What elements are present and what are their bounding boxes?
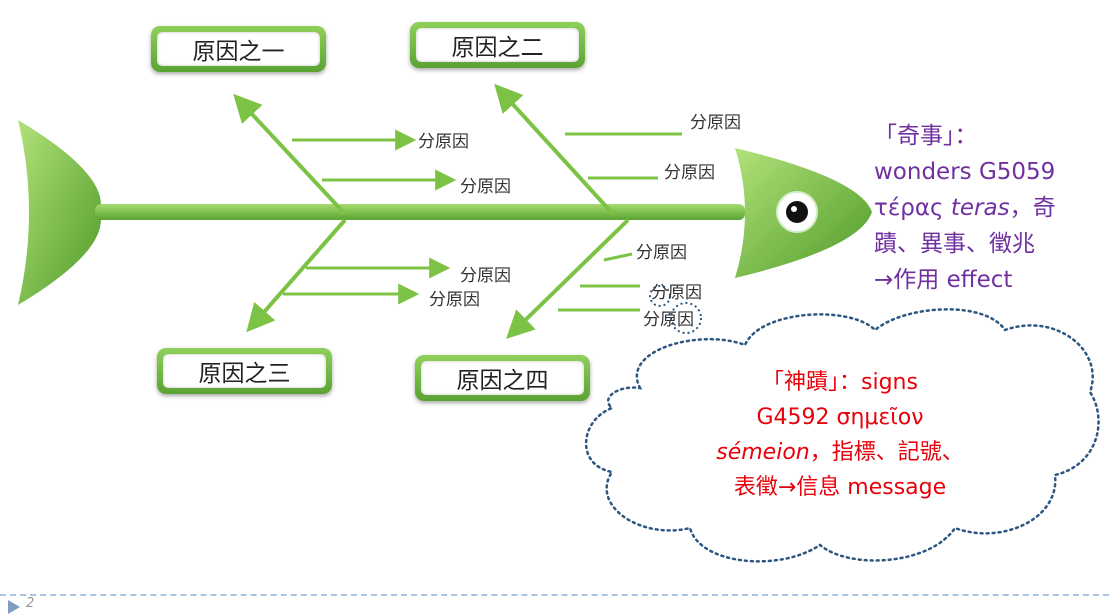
- wonders-line-3: τέρας teras，奇: [874, 190, 1106, 226]
- sub-cause-label-1: 分原因: [418, 132, 469, 152]
- cause-box-4: 原因之四: [415, 355, 590, 401]
- fish-tail: [18, 120, 101, 305]
- wonders-greek: τέρας: [874, 195, 951, 221]
- cause-box-1: 原因之一: [151, 26, 326, 72]
- sub-cause-label-2: 分原因: [460, 177, 511, 197]
- wonders-line-3-tail: ，奇: [1009, 195, 1056, 221]
- footer-divider: [0, 594, 1109, 596]
- bone-cause-4: [505, 218, 630, 339]
- sub-cause-label-6: 分原因: [429, 290, 480, 310]
- footer-bullet-icon: [8, 600, 20, 614]
- sub-cause-label-9: 分原因: [643, 310, 694, 330]
- cloud-tail-bubble-1: [649, 285, 671, 307]
- cause-box-3: 原因之三: [157, 348, 332, 394]
- bone-cause-2: [494, 83, 615, 216]
- cause-label-2: 原因之二: [416, 28, 579, 62]
- sub-cause-label-3: 分原因: [690, 113, 741, 133]
- sub-cause-label-8: 分原因: [651, 283, 702, 303]
- cause-label-1: 原因之一: [157, 32, 320, 66]
- sub-cause-label-7: 分原因: [636, 243, 687, 263]
- cloud-callout: [584, 308, 1100, 563]
- fish-eye-pupil: [786, 201, 808, 223]
- sub-cause-label-5: 分原因: [460, 266, 511, 286]
- cloud-tail-bubble-2: [670, 302, 702, 334]
- sub-bone-7: [603, 252, 633, 262]
- signs-annotation: 「神蹟」：signs G4592 σημεῖον sémeion，指標、記號、 …: [645, 365, 1035, 505]
- signs-line-1: 「神蹟」：signs: [762, 370, 918, 395]
- fish-eye-glint: [791, 206, 797, 212]
- fish-spine: [95, 204, 745, 220]
- wonders-translit: teras: [950, 195, 1010, 221]
- signs-line-3: sémeion，指標、記號、: [645, 435, 1035, 470]
- wonders-line-2: wonders G5059: [874, 159, 1056, 185]
- signs-line-3-tail: ，指標、記號、: [809, 440, 964, 465]
- signs-translit: sémeion: [716, 440, 810, 465]
- wonders-line-4: 蹟、異事、徵兆: [874, 231, 1035, 257]
- signs-line-4: 表徵→信息 message: [733, 475, 947, 500]
- cause-label-4: 原因之四: [421, 361, 584, 395]
- wonders-annotation: 「奇事」： wonders G5059 τέρας teras，奇 蹟、異事、徵…: [874, 118, 1106, 298]
- bone-cause-3: [246, 218, 347, 333]
- cause-label-3: 原因之三: [163, 354, 326, 388]
- page-number: 2: [26, 596, 35, 611]
- wonders-line-5: →作用 effect: [874, 267, 1013, 293]
- wonders-line-1: 「奇事」：: [874, 123, 978, 149]
- cause-box-2: 原因之二: [410, 22, 585, 68]
- sub-cause-label-4: 分原因: [664, 163, 715, 183]
- signs-line-2: G4592 σημεῖον: [756, 405, 924, 430]
- bone-cause-1: [233, 93, 347, 216]
